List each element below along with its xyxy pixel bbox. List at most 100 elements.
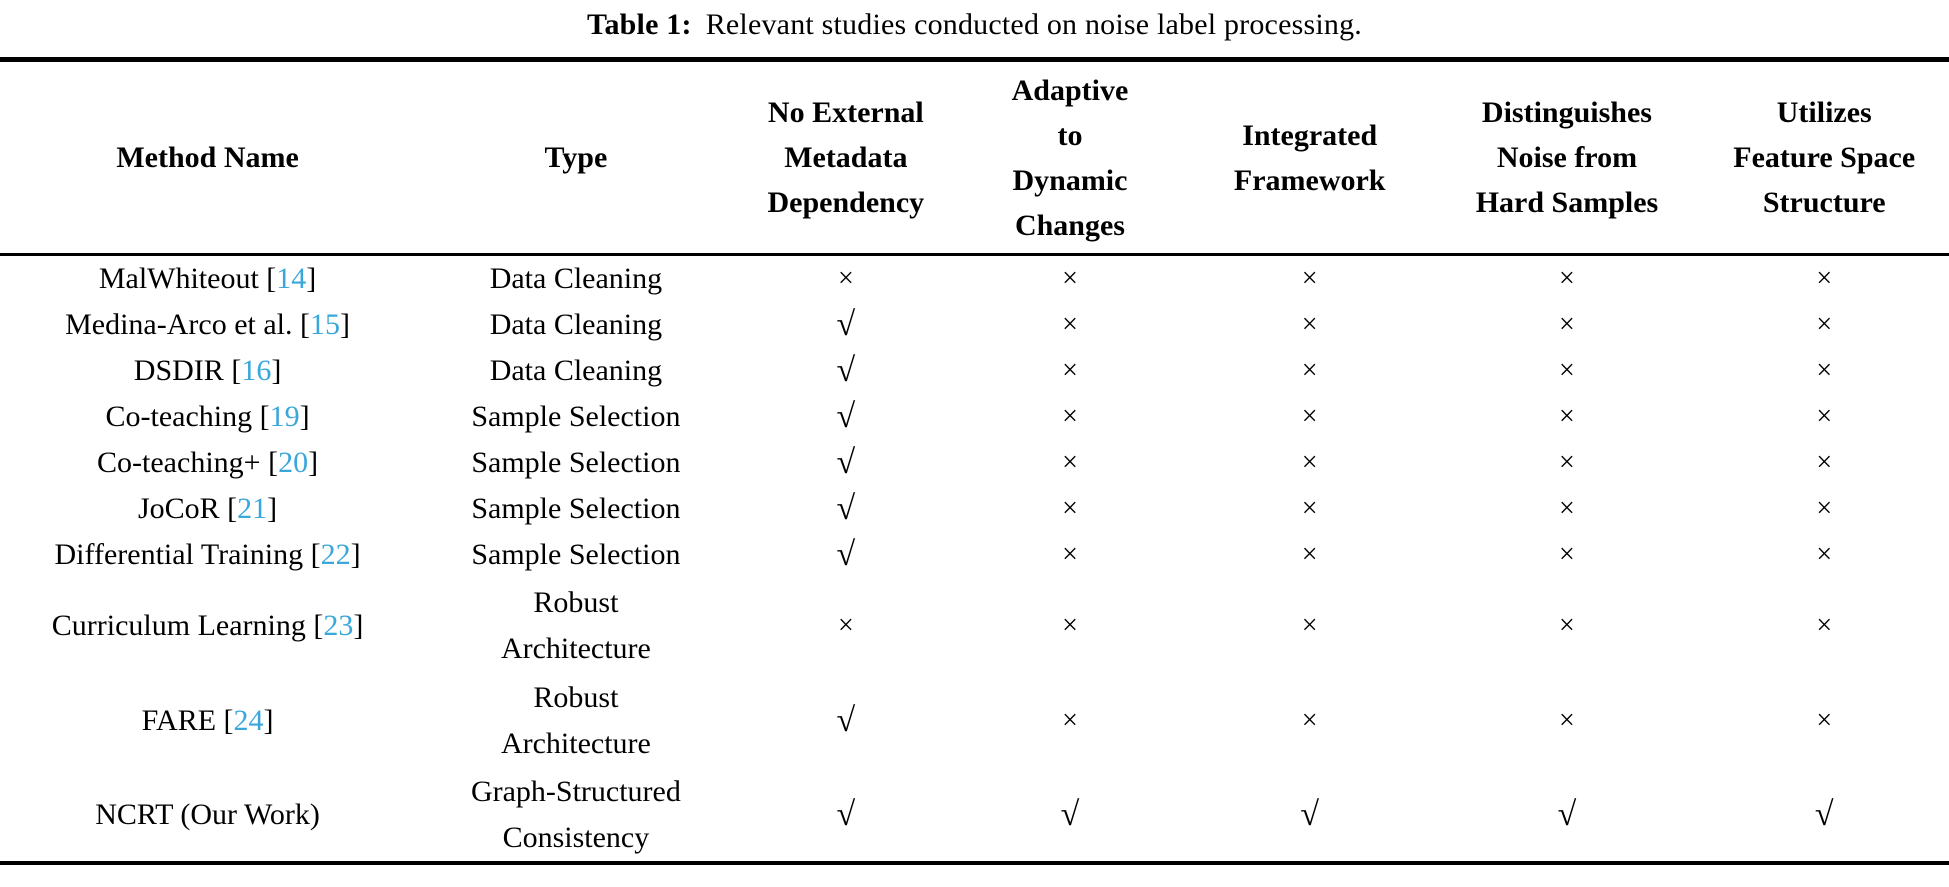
method-name-cell: Differential Training [22] (54, 538, 361, 571)
cross-mark: × (1816, 309, 1833, 340)
table-row: Differential Training [22] Sample Selecti… (0, 532, 1949, 578)
citation-link[interactable]: 24 (233, 703, 264, 737)
table-caption-text: Relevant studies conducted on noise labe… (705, 8, 1362, 41)
cross-mark: × (837, 263, 854, 294)
cross-mark: × (1816, 493, 1833, 524)
cross-mark: × (1816, 447, 1833, 478)
cross-mark: × (1301, 263, 1318, 294)
type-cell: Data Cleaning (489, 354, 663, 387)
method-name-cell: Co-teaching [19] (105, 400, 310, 433)
check-mark: √ (1557, 795, 1577, 833)
check-mark: √ (1300, 795, 1320, 833)
cross-mark: × (1559, 539, 1575, 570)
table-row: DSDIR [16]Data Cleaning√×××× (0, 348, 1949, 394)
check-mark: √ (836, 795, 856, 833)
cross-mark: × (1301, 447, 1318, 478)
cross-mark: × (1301, 401, 1318, 432)
cross-mark: × (1062, 704, 1078, 736)
table-row: MalWhiteout [14] Data Cleaning × × × × × (0, 255, 1949, 303)
cross-mark: × (1559, 447, 1575, 478)
method-name-cell: FARE [24] (141, 703, 274, 737)
cross-mark: × (1062, 539, 1078, 570)
method-name-cell: Curriculum Learning [23] (51, 608, 364, 642)
check-mark: √ (1814, 795, 1834, 833)
method-name-cell: DSDIR [16] (133, 354, 282, 387)
cross-mark: × (1816, 704, 1833, 736)
cross-mark: × (837, 609, 854, 641)
method-name-cell: NCRT (Our Work) (95, 797, 320, 831)
type-cell: Sample Selection (471, 400, 681, 433)
cross-mark: × (1301, 355, 1318, 386)
cross-mark: × (1816, 263, 1833, 294)
cross-mark: × (1062, 355, 1078, 386)
type-cell: Sample Selection (471, 538, 681, 571)
table-caption: Table 1: Relevant studies conducted on no… (0, 0, 1949, 57)
cross-mark: × (1559, 263, 1575, 294)
citation-link[interactable]: 22 (320, 538, 351, 571)
table-row: Medina-Arco et al. [15] Data Cleaning √ × × ×… (0, 302, 1949, 348)
citation-link[interactable]: 20 (278, 446, 309, 479)
table-row: Co-teaching [19]Sample Selection√×××× (0, 394, 1949, 440)
type-cell: Sample Selection (471, 446, 681, 479)
type-cell: Data Cleaning (489, 262, 663, 295)
method-name-cell: Co-teaching+ [20] (97, 446, 319, 479)
table-row: JoCoR [21] Sample Selection √ × × × × (0, 486, 1949, 532)
cross-mark: × (1301, 539, 1318, 570)
check-mark: √ (836, 444, 856, 481)
table-body: MalWhiteout [14]Data Cleaning×××××Medina… (0, 255, 1949, 864)
check-mark: √ (836, 306, 856, 343)
cross-mark: × (1559, 493, 1575, 524)
cross-mark: × (1559, 609, 1575, 641)
method-name-cell: MalWhiteout [14] (98, 262, 317, 295)
table-caption-label: Table 1: (587, 8, 692, 41)
column-header-type: Type (415, 59, 737, 256)
cross-mark: × (1559, 401, 1575, 432)
cross-mark: × (1062, 309, 1078, 340)
table-row: Co-teaching+ [20] Sample Selection √ × × × × (0, 440, 1949, 486)
method-name-cell: Medina-Arco et al. [15] (65, 308, 351, 341)
citation-link[interactable]: 19 (269, 400, 300, 433)
cross-mark: × (1062, 493, 1078, 524)
citation-link[interactable]: 23 (323, 608, 354, 642)
citation-link[interactable]: 16 (241, 354, 272, 387)
method-name-cell: JoCoR [21] (137, 492, 278, 525)
cross-mark: × (1816, 355, 1833, 386)
check-mark: √ (836, 490, 856, 527)
citation-link[interactable]: 14 (276, 262, 307, 295)
cross-mark: × (1062, 263, 1078, 294)
check-mark: √ (836, 352, 856, 389)
type-cell: Data Cleaning (489, 308, 663, 341)
type-cell: Sample Selection (471, 492, 681, 525)
check-mark: √ (836, 701, 856, 739)
citation-link[interactable]: 15 (310, 308, 341, 341)
cross-mark: × (1816, 401, 1833, 432)
cross-mark: × (1062, 447, 1078, 478)
check-mark: √ (836, 398, 856, 435)
cross-mark: × (1062, 609, 1078, 641)
cross-mark: × (1816, 539, 1833, 570)
cross-mark: × (1301, 609, 1318, 641)
check-mark: √ (1060, 795, 1080, 833)
cross-mark: × (1301, 493, 1318, 524)
cross-mark: × (1816, 609, 1833, 641)
cross-mark: × (1559, 309, 1575, 340)
cross-mark: × (1301, 704, 1318, 736)
column-header-method-name: Method Name (0, 59, 416, 256)
cross-mark: × (1559, 704, 1575, 736)
citation-link[interactable]: 21 (237, 492, 268, 525)
